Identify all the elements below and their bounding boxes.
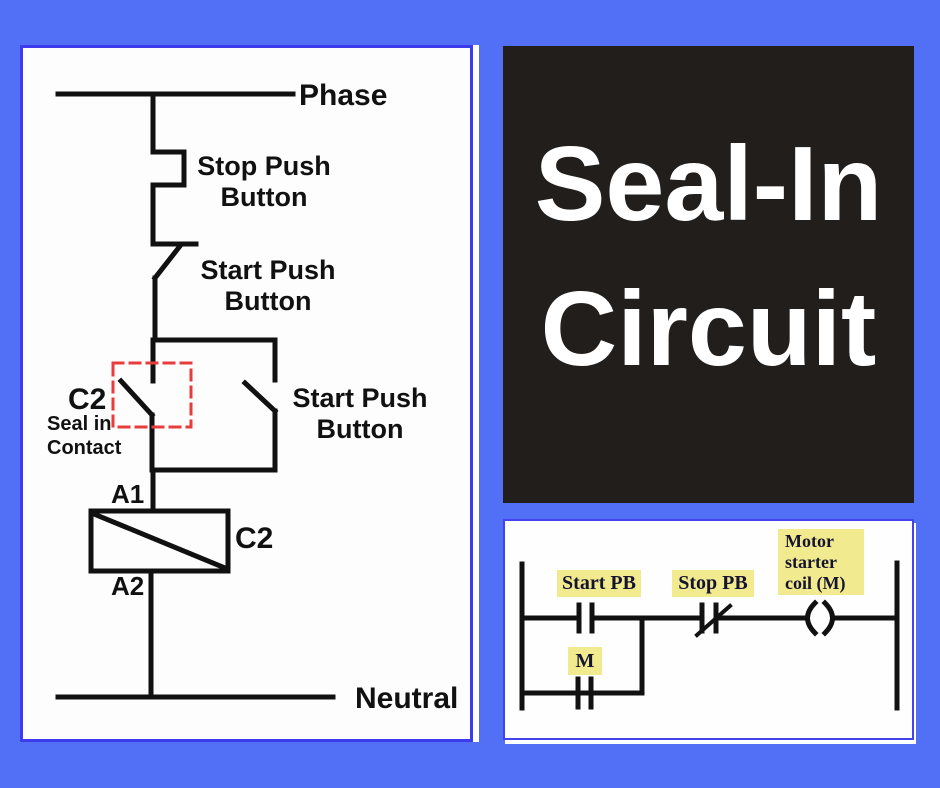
motor-coil-tag: Motor starter coil (M) (778, 529, 864, 595)
seal-contact-highlight-box (111, 361, 193, 429)
coil-ref: C2 (235, 522, 274, 555)
branch-start-push-button-symbol (241, 337, 279, 473)
contactor-coil-symbol (88, 508, 231, 574)
stop-push-button-symbol (150, 149, 187, 188)
start-pb-tag: Start PB (557, 570, 641, 597)
neutral-label: Neutral (355, 682, 459, 715)
start-push-button-label: Start Push Button (200, 255, 336, 317)
seal-branch (519, 615, 645, 696)
start-push-button-symbol (150, 241, 199, 282)
stop-pb-contact-symbol (694, 602, 733, 638)
coil-terminal-a2: A2 (111, 571, 145, 601)
seal-contact-ref: C2 (68, 383, 107, 416)
branch-start-push-button-label: Start Push Button (292, 383, 428, 445)
title-line-2: Circuit (540, 269, 877, 388)
seal-in-contact-symbol (117, 337, 156, 473)
title-panel: Seal-In Circuit (503, 46, 914, 503)
seal-contact-caption: Seal in Contact (47, 413, 122, 460)
seal-m-tag: M (568, 647, 602, 675)
ladder-drawing (519, 560, 900, 711)
stop-push-button-label: Stop Push Button (197, 151, 331, 213)
schematic-drawing (55, 91, 336, 700)
ladder-panel: Start PB Stop PB Motor starter coil (M) … (503, 519, 914, 740)
title-line-1: Seal-In (534, 125, 883, 244)
motor-coil-symbol (805, 599, 835, 637)
coil-terminal-a1: A1 (111, 479, 145, 509)
m-contact-symbol (575, 676, 594, 710)
schematic-panel: Phase Stop Push Button Start Push Button… (20, 45, 473, 742)
phase-label: Phase (299, 79, 388, 112)
start-pb-contact-symbol (576, 602, 595, 634)
stop-pb-tag: Stop PB (672, 570, 754, 597)
